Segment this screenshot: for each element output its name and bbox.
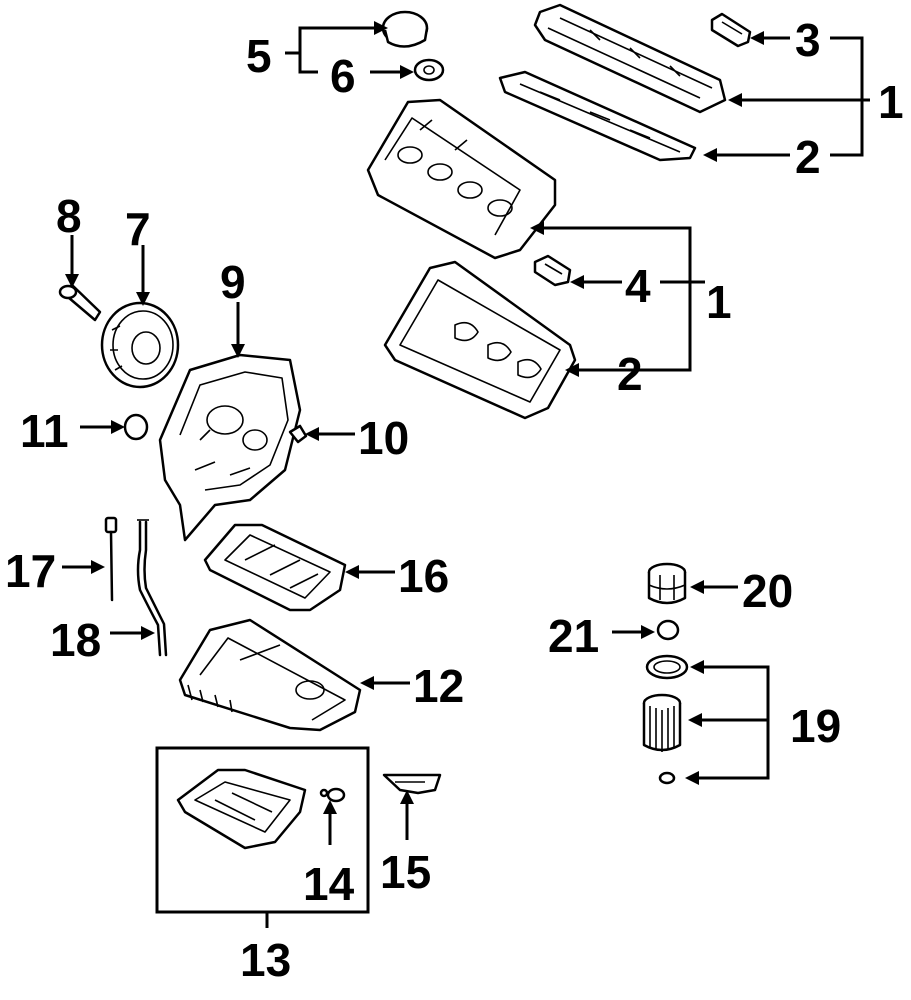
upper-oil-pan[interactable] bbox=[178, 618, 362, 732]
filter-cap-oring[interactable] bbox=[656, 619, 680, 641]
callout-6: 6 bbox=[330, 50, 356, 102]
filter-small-oring[interactable] bbox=[658, 771, 676, 785]
timing-cover-seal[interactable] bbox=[288, 424, 308, 444]
callout-18: 18 bbox=[50, 614, 101, 666]
callout-14: 14 bbox=[303, 858, 355, 910]
callout-7: 7 bbox=[125, 203, 151, 255]
valve-cover-sensor[interactable] bbox=[533, 254, 572, 287]
rear-valve-cover-gasket[interactable] bbox=[498, 70, 697, 162]
oil-dipstick[interactable] bbox=[104, 516, 118, 602]
callout-17: 17 bbox=[5, 545, 56, 597]
callout-5: 5 bbox=[246, 30, 272, 82]
callout-20: 20 bbox=[742, 565, 793, 617]
oil-filter-gasket[interactable] bbox=[645, 654, 689, 680]
callout-19: 19 bbox=[790, 700, 841, 752]
drain-plug[interactable] bbox=[319, 787, 346, 803]
oil-baffle[interactable] bbox=[203, 523, 347, 612]
dipstick-tube[interactable] bbox=[136, 519, 168, 657]
callout-9: 9 bbox=[220, 256, 246, 308]
callout-1-lower: 1 bbox=[706, 276, 732, 328]
callout-10: 10 bbox=[358, 412, 409, 464]
oil-filter-cap[interactable] bbox=[647, 562, 687, 605]
callout-12: 12 bbox=[413, 660, 464, 712]
oil-filter-element[interactable] bbox=[642, 693, 682, 752]
cap-seal[interactable] bbox=[413, 58, 445, 82]
callout-2-top: 2 bbox=[795, 131, 821, 183]
crankshaft-pulley[interactable] bbox=[100, 301, 180, 389]
callout-2-lower: 2 bbox=[617, 348, 643, 400]
lower-oil-pan[interactable] bbox=[176, 768, 307, 850]
front-valve-cover[interactable] bbox=[366, 98, 557, 260]
oil-filler-cap[interactable] bbox=[381, 10, 429, 48]
rear-valve-cover[interactable] bbox=[533, 3, 727, 114]
timing-cover[interactable] bbox=[158, 353, 302, 542]
callout-16: 16 bbox=[398, 550, 449, 602]
callout-21: 21 bbox=[548, 610, 599, 662]
callout-labels: 1 1 2 2 3 4 5 6 7 8 9 10 11 12 13 14 15 … bbox=[5, 14, 904, 986]
callout-15: 15 bbox=[380, 846, 431, 898]
oil-pan-bracket[interactable] bbox=[382, 773, 442, 795]
callout-13: 13 bbox=[240, 934, 291, 986]
callout-4: 4 bbox=[625, 260, 651, 312]
callout-3: 3 bbox=[795, 14, 821, 66]
pcv-valve[interactable] bbox=[710, 12, 752, 48]
crankshaft-bolt[interactable] bbox=[58, 283, 102, 322]
callout-1-top: 1 bbox=[878, 76, 904, 128]
callout-8: 8 bbox=[56, 190, 82, 242]
timing-cover-plug[interactable] bbox=[123, 413, 149, 441]
front-valve-cover-gasket[interactable] bbox=[383, 260, 577, 420]
callout-11: 11 bbox=[20, 405, 69, 457]
leader-lines bbox=[62, 21, 870, 928]
